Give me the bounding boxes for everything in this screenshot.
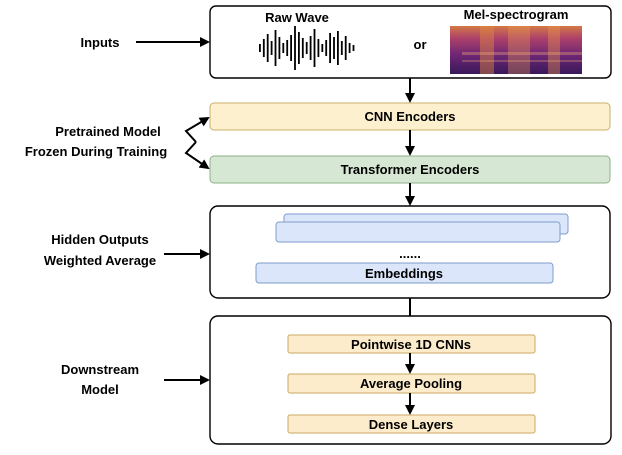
waveform-bar [348, 43, 351, 53]
waveform-bar [301, 38, 304, 58]
waveform-bar [294, 26, 296, 70]
label-downstream-line1: Downstream [61, 362, 139, 377]
embeddings-label: Embeddings [365, 266, 443, 281]
label-pretrained-line1: Pretrained Model [55, 124, 160, 139]
embeddings-box [255, 262, 554, 284]
arrow-pretrained-lower [184, 141, 210, 170]
waveform-bar [329, 33, 331, 63]
waveform-bar [266, 34, 269, 62]
raw-wave-label: Raw Wave [265, 10, 329, 25]
waveform-bar [278, 37, 281, 59]
waveform-bar [340, 41, 343, 55]
label-pretrained-line2: Frozen During Training [25, 144, 167, 159]
transformer-encoders-label: Transformer Encoders [341, 162, 480, 177]
label-inputs: Inputs [81, 35, 120, 50]
waveform-bar [333, 37, 335, 59]
waveform-bar [262, 39, 265, 57]
cnn-encoders-label: CNN Encoders [364, 109, 455, 124]
waveform-bar [344, 36, 347, 60]
waveform-bar [282, 43, 285, 53]
mel-spectrogram-label: Mel-spectrogram [464, 7, 569, 22]
waveform-bar [286, 40, 289, 56]
raw-waveform-icon [259, 26, 355, 70]
pointwise-cnn-box [287, 334, 536, 354]
waveform-bar [274, 30, 277, 66]
embedding-layer-front [275, 221, 561, 243]
embeddings-ellipsis: ...... [399, 246, 421, 261]
label-hidden-line1: Hidden Outputs [51, 232, 149, 247]
waveform-bar [321, 44, 324, 52]
waveform-bar [305, 42, 308, 54]
dense-layers-box [287, 414, 536, 434]
dense-layers-label: Dense Layers [369, 417, 454, 432]
waveform-bar [325, 40, 328, 56]
waveform-bar [298, 32, 300, 64]
average-pooling-label: Average Pooling [360, 376, 462, 391]
waveform-bar [313, 29, 316, 67]
waveform-bar [309, 36, 312, 60]
average-pooling-box [287, 373, 536, 394]
pointwise-cnn-label: Pointwise 1D CNNs [351, 337, 471, 352]
waveform-bar [270, 41, 273, 55]
waveform-bar [259, 44, 261, 52]
label-hidden-line2: Weighted Average [44, 253, 156, 268]
waveform-bar [337, 31, 339, 65]
waveform-bar [317, 39, 320, 57]
waveform-bar [290, 35, 292, 61]
waveform-bar [352, 45, 355, 51]
label-downstream-line2: Model [81, 382, 119, 397]
arrow-pretrained-upper [184, 116, 210, 143]
mel-spectrogram-image [450, 26, 582, 74]
or-label: or [414, 37, 427, 52]
